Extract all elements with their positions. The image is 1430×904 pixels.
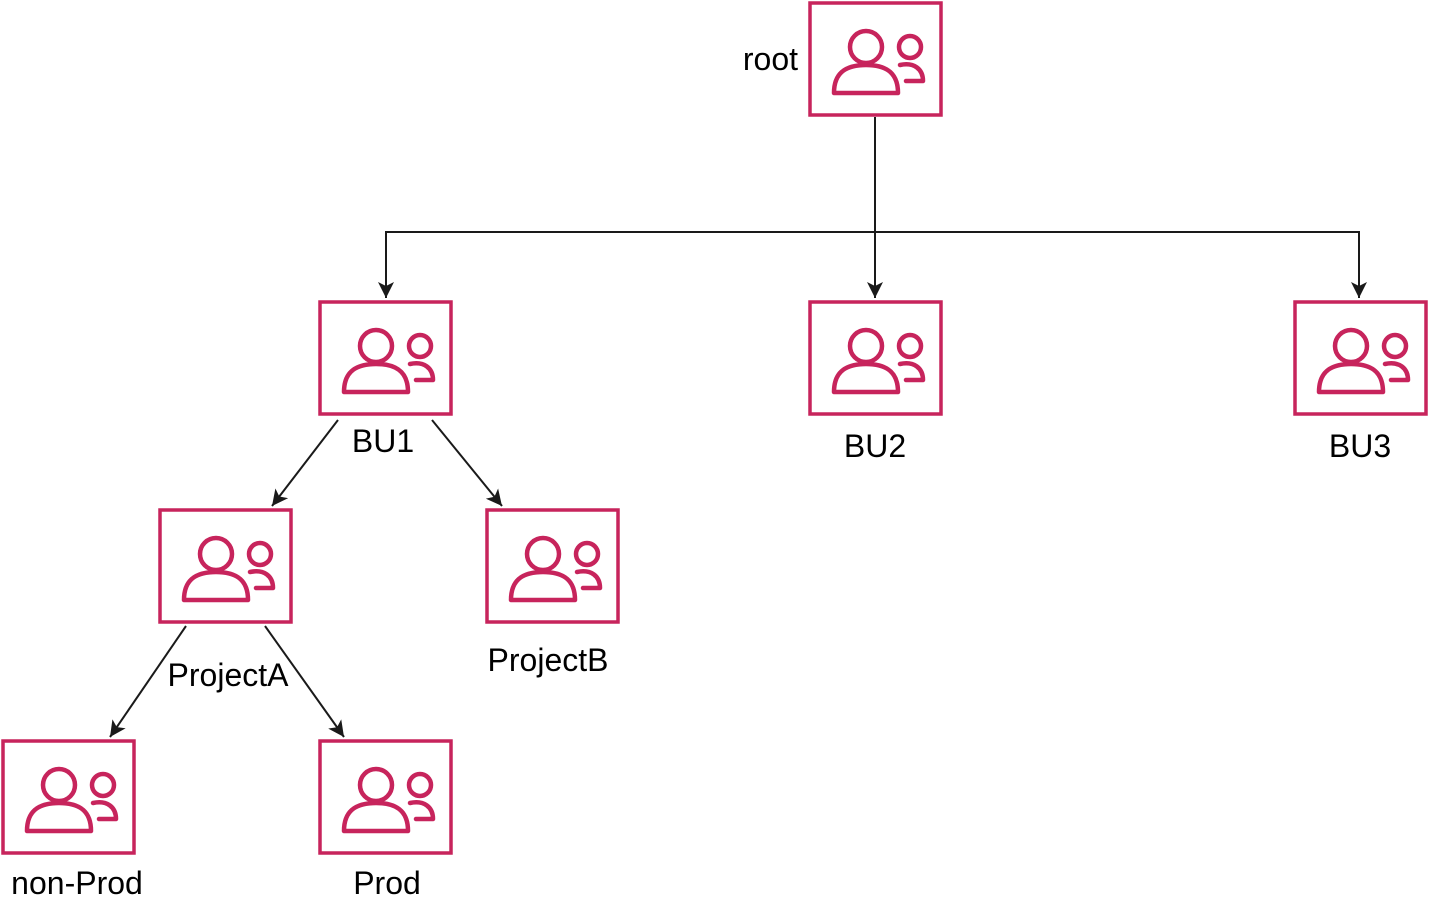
- group-users-icon: [831, 28, 926, 96]
- group-users-icon: [1316, 327, 1411, 395]
- label-nonprod: non-Prod: [11, 865, 143, 901]
- edge-bu1-projecta: [271, 419, 339, 507]
- group-users-icon: [181, 535, 276, 603]
- label-projectb: ProjectB: [488, 642, 609, 678]
- edge-bu1-projectb: [431, 419, 503, 507]
- node-bu1: [318, 300, 453, 416]
- label-projecta: ProjectA: [168, 657, 290, 693]
- label-bu3: BU3: [1329, 428, 1391, 464]
- label-bu2: BU2: [844, 428, 906, 464]
- connector-layer: [109, 117, 1367, 738]
- node-bu3: [1293, 300, 1428, 416]
- group-users-icon: [24, 766, 119, 834]
- group-users-icon: [341, 327, 436, 395]
- label-prod: Prod: [353, 865, 421, 901]
- node-root: [808, 1, 943, 117]
- label-layer: root BU1 BU2 BU3 ProjectA ProjectB non-P…: [11, 41, 1391, 901]
- node-layer: [1, 1, 1428, 855]
- group-users-icon: [341, 766, 436, 834]
- edge-projecta-prod: [264, 625, 345, 738]
- node-bu2: [808, 300, 943, 416]
- node-projecta: [158, 508, 293, 624]
- edge-root-bu3: [875, 231, 1367, 298]
- node-box-bu2: [808, 300, 943, 416]
- label-bu1: BU1: [352, 423, 414, 459]
- node-box-prod: [318, 739, 453, 855]
- group-users-icon: [831, 327, 926, 395]
- node-nonprod: [1, 739, 136, 855]
- label-root: root: [743, 41, 798, 77]
- edge-projecta-nonprod: [109, 625, 187, 738]
- edge-root-bu1: [378, 117, 876, 298]
- node-projectb: [485, 508, 620, 624]
- group-users-icon: [508, 535, 603, 603]
- node-prod: [318, 739, 453, 855]
